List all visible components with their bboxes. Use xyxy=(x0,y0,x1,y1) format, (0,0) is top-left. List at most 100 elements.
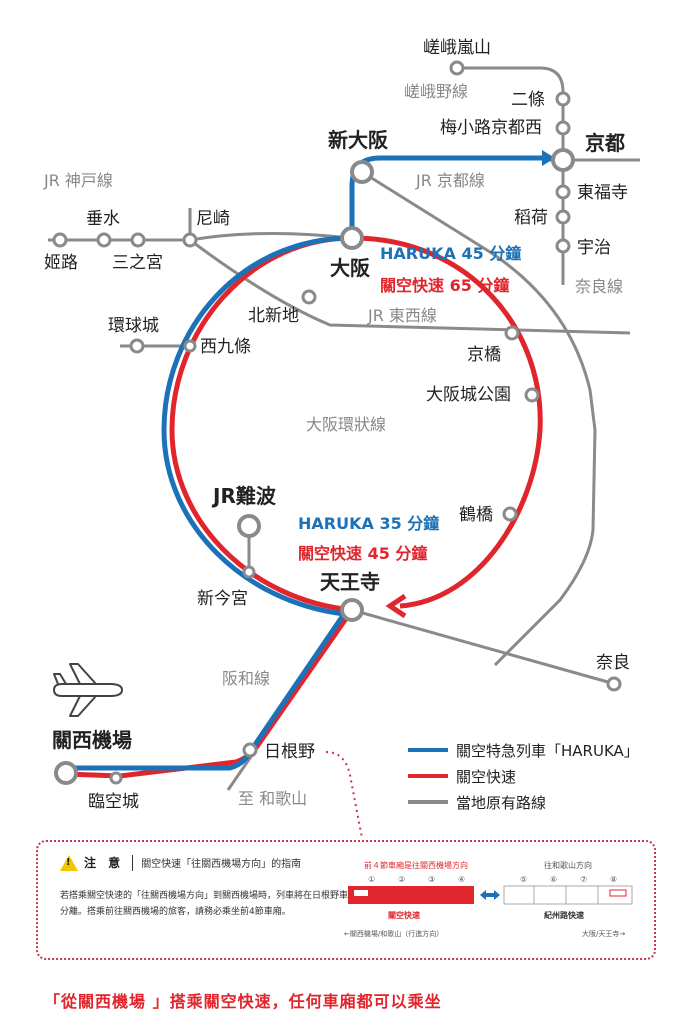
rapid-loop-east xyxy=(351,235,543,609)
car-number: ① xyxy=(368,875,375,884)
station-label-osakajokoen: 大阪城公園 xyxy=(426,385,511,405)
front-train-label: 關空快速 xyxy=(388,910,420,920)
train-front-caption: 前４節車廂是往關西機場方向 xyxy=(364,860,468,870)
station-label-tarumi: 垂水 xyxy=(86,209,120,229)
line-label-nara: 奈良線 xyxy=(575,277,623,296)
station-dot-himeji[interactable] xyxy=(52,232,68,248)
station-dot-uji[interactable] xyxy=(555,238,571,254)
station-label-shin-imamiya: 新今宮 xyxy=(197,589,248,609)
major-stations xyxy=(54,148,575,785)
station-dot-jr-namba[interactable] xyxy=(237,514,261,538)
station-dot-kyoto[interactable] xyxy=(551,148,575,172)
footer-message: 「從關西機場 」搭乘關空快速，任何車廂都可以乘坐 xyxy=(44,992,442,1011)
car-number: ⑥ xyxy=(550,875,557,884)
notice-title: 注 意 xyxy=(84,856,125,870)
legend-label-local: 當地原有路線 xyxy=(456,794,546,812)
kobe-line-track xyxy=(48,231,351,242)
station-dot-tsuruhashi[interactable] xyxy=(502,506,518,522)
station-dot-inari[interactable] xyxy=(555,209,571,225)
notice-box: ! 注 意 關空快速「往關西機場方向」的指南 若搭乘關空快速的「往關西機場方向」… xyxy=(36,840,656,960)
car-number: ③ xyxy=(428,875,435,884)
station-label-tsuruhashi: 鶴橋 xyxy=(459,505,493,525)
station-dot-universal[interactable] xyxy=(129,338,145,354)
legend-label-haruka: 關空特急列車「HARUKA」 xyxy=(456,742,639,760)
station-label-kitashinchi: 北新地 xyxy=(248,306,299,326)
station-dot-amagasaki[interactable] xyxy=(182,232,198,248)
airplane-icon xyxy=(53,663,123,717)
station-label-universal: 環球城 xyxy=(108,316,159,336)
station-label-sannomiya: 三之宮 xyxy=(112,253,163,273)
tozai-line-track xyxy=(189,238,631,335)
time-osaka-rapid: 關空快速 65 分鐘 xyxy=(380,276,509,295)
nara-branch-track xyxy=(351,608,616,686)
station-label-inari: 稻荷 xyxy=(514,208,548,228)
haruka-direction-arrow xyxy=(542,150,555,166)
line-label-to-wakayama: 至 和歌山 xyxy=(238,789,307,808)
station-dot-tennoji[interactable] xyxy=(340,598,364,622)
small-stations xyxy=(52,60,622,785)
station-dot-nijo[interactable] xyxy=(555,91,571,107)
line-label-hanwa: 阪和線 xyxy=(222,669,270,688)
station-dot-tarumi[interactable] xyxy=(96,232,112,248)
station-label-hineno: 日根野 xyxy=(264,742,315,762)
station-label-nijo: 二條 xyxy=(511,90,545,110)
station-dot-tofukuji[interactable] xyxy=(555,184,571,200)
yamatoji-line-track xyxy=(493,429,597,667)
station-label-nishikujo: 西九條 xyxy=(200,337,251,357)
station-dot-osakajokoen[interactable] xyxy=(524,387,540,403)
station-label-kyobashi: 京橋 xyxy=(467,345,501,365)
car-number: ④ xyxy=(458,875,465,884)
legend-label-rapid: 關空快速 xyxy=(456,768,516,786)
station-dot-hineno[interactable] xyxy=(242,742,258,758)
train-diagram: 前４節車廂是往關西機場方向 往和歌山方向 ① ② ③ ④ ⑤ ⑥ ⑦ ⑧ 關空快… xyxy=(344,860,633,938)
line-label-sagano: 嵯峨野線 xyxy=(404,82,468,101)
station-label-nara: 奈良 xyxy=(596,653,630,673)
notice-header: ! 注 意 關空快速「往關西機場方向」的指南 xyxy=(60,854,301,871)
station-dot-shin-osaka[interactable] xyxy=(350,160,374,184)
station-label-amagasaki: 尼崎 xyxy=(196,209,230,229)
car-number: ② xyxy=(398,875,405,884)
notice-body: 若搭乘關空快速的「往關西機場方向」到關西機場時，列車將在日根野車站分離。搭乘前往… xyxy=(60,891,358,917)
split-arrow-icon xyxy=(480,890,500,900)
station-label-shin-osaka: 新大阪 xyxy=(328,128,389,152)
station-label-kansai-airport: 關西機場 xyxy=(52,728,132,752)
train-rear-caption: 往和歌山方向 xyxy=(544,860,592,870)
station-dot-sannomiya[interactable] xyxy=(130,232,146,248)
line-label-tozai: JR 東西線 xyxy=(367,306,437,325)
station-label-osaka: 大阪 xyxy=(330,256,371,280)
direction-left: ←關西機場/和歌山（行進方向） xyxy=(344,929,443,938)
station-label-saga-arashiyama: 嵯峨嵐山 xyxy=(423,38,491,58)
station-label-umekoji: 梅小路京都西 xyxy=(440,118,542,138)
hineno-note-leader xyxy=(325,751,363,839)
station-dot-umekoji[interactable] xyxy=(555,120,571,136)
station-dot-shin-imamiya[interactable] xyxy=(242,565,256,579)
station-dot-osaka[interactable] xyxy=(340,226,364,250)
time-osaka-haruka: HARUKA 45 分鐘 xyxy=(380,244,521,263)
station-label-himeji: 姬路 xyxy=(44,253,78,273)
sagano-line-track xyxy=(457,66,565,160)
car-number: ⑦ xyxy=(580,875,587,884)
station-dot-saga-arashiyama[interactable] xyxy=(449,60,465,76)
haruka-loop-west xyxy=(161,235,353,617)
line-label-kyoto: JR 京都線 xyxy=(415,171,485,190)
station-dot-kansai-airport[interactable] xyxy=(54,761,78,785)
rapid-loop-west xyxy=(169,235,353,613)
time-tennoji-haruka: HARUKA 35 分鐘 xyxy=(298,514,439,533)
car-number: ⑤ xyxy=(520,875,527,884)
line-label-kobe: JR 神戸線 xyxy=(43,171,113,190)
station-dot-kyobashi[interactable] xyxy=(504,325,520,341)
legend: 關空特急列車「HARUKA」 關空快速 當地原有路線 xyxy=(408,742,639,812)
rapid-direction-arrow xyxy=(385,593,407,619)
station-label-jr-namba: JR難波 xyxy=(211,484,277,508)
station-dot-nishikujo[interactable] xyxy=(183,339,197,353)
station-dot-nara[interactable] xyxy=(606,676,622,692)
time-tennoji-rapid: 關空快速 45 分鐘 xyxy=(298,544,427,563)
warning-icon: ! xyxy=(60,854,78,871)
station-dot-rinku[interactable] xyxy=(109,771,123,785)
station-dot-kitashinchi[interactable] xyxy=(301,289,317,305)
line-label-loop: 大阪環狀線 xyxy=(306,415,386,434)
rear-train-cars xyxy=(503,885,633,905)
notice-divider xyxy=(132,854,134,871)
station-label-uji: 宇治 xyxy=(577,238,611,258)
